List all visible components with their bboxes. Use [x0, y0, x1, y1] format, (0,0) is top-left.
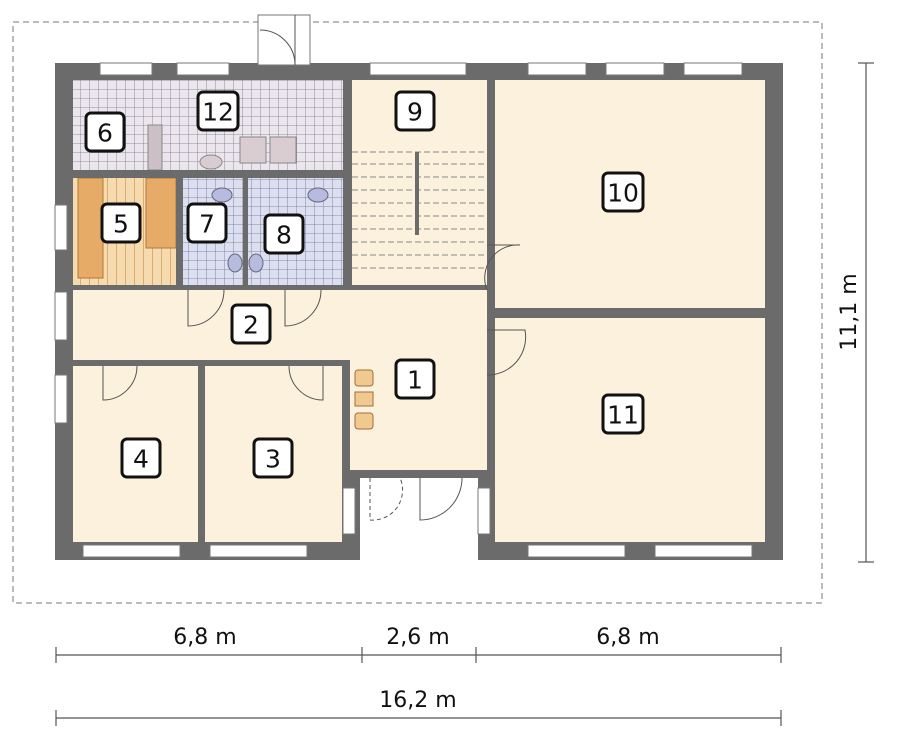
room-label-2: 2: [230, 303, 272, 345]
interior-walls: [73, 80, 765, 542]
svg-text:8: 8: [276, 221, 292, 250]
svg-text:2: 2: [243, 311, 259, 340]
dimension-lines: 6,8 m 2,6 m 6,8 m 16,2 m 11,1 m: [55, 62, 874, 726]
svg-text:6: 6: [97, 119, 113, 148]
room-label-11: 11: [601, 393, 645, 435]
dimension-total-depth: 11,1 m: [837, 273, 862, 350]
svg-text:5: 5: [113, 210, 129, 239]
room-label-3: 3: [252, 437, 294, 479]
svg-text:7: 7: [199, 210, 215, 239]
dimension-middle: 2,6 m: [386, 625, 449, 650]
svg-text:9: 9: [407, 98, 423, 127]
room-labels: 6 12 9 10 5 7 8 2 1 11 4 3: [84, 90, 645, 479]
room-label-12: 12: [196, 90, 240, 132]
room-label-6: 6: [84, 111, 126, 153]
svg-text:10: 10: [607, 179, 639, 208]
svg-text:3: 3: [265, 445, 281, 474]
dimension-right: 6,8 m: [596, 625, 659, 650]
room-label-10: 10: [601, 171, 645, 213]
doors: [102, 15, 527, 521]
svg-text:11: 11: [607, 401, 639, 430]
plot-boundary: [12, 21, 823, 604]
room-label-9: 9: [394, 90, 436, 132]
room-label-1: 1: [394, 358, 436, 400]
svg-text:12: 12: [202, 98, 234, 127]
dimension-total-width: 16,2 m: [379, 688, 456, 713]
room-label-7: 7: [186, 202, 228, 244]
svg-text:4: 4: [133, 445, 149, 474]
staircase: [352, 151, 487, 269]
svg-text:1: 1: [407, 366, 423, 395]
room-label-5: 5: [100, 202, 142, 244]
dimension-left: 6,8 m: [173, 625, 236, 650]
room-label-4: 4: [120, 437, 162, 479]
room-label-8: 8: [263, 213, 305, 255]
windows: [54, 14, 753, 558]
floors: [73, 80, 765, 542]
